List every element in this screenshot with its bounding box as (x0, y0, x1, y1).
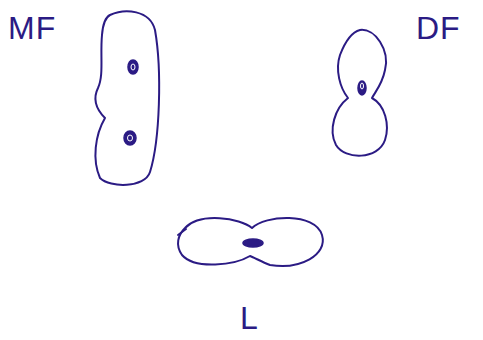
horizontal-lobe-pair (178, 218, 323, 266)
dot-highlight (131, 64, 135, 70)
orbital-label: L (240, 302, 259, 334)
nucleus-dot (128, 60, 138, 74)
dot-highlight (361, 83, 364, 89)
nucleus-dot (124, 131, 136, 145)
dot-highlight (128, 135, 133, 141)
pen-stroke (178, 229, 186, 235)
nucleus-dot (243, 239, 263, 247)
vertical-lobe-pair (95, 11, 159, 185)
vertical-lobe-pair (333, 30, 387, 156)
nucleus-dot (358, 81, 366, 95)
orbital-label: MF (8, 12, 56, 44)
orbital-label: DF (416, 12, 461, 44)
